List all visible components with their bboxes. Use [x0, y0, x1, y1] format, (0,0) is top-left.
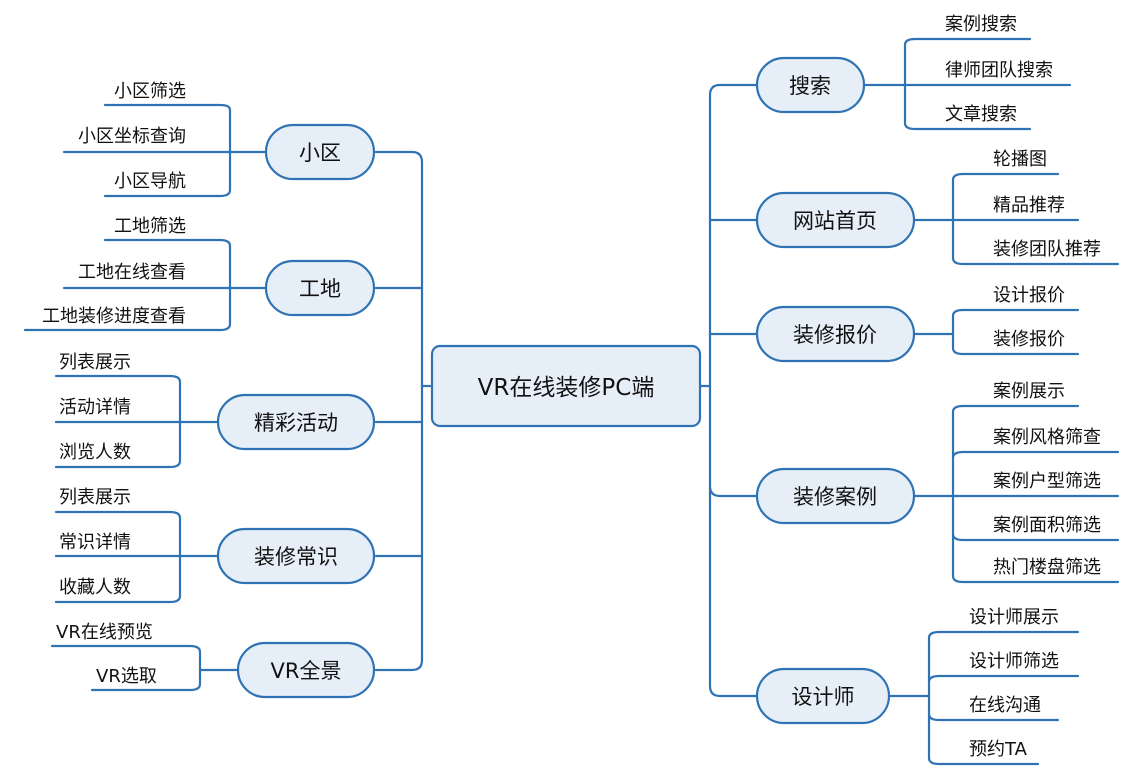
leaf-group-zhuangxiu-changshi: 列表展示 常识详情 收藏人数	[59, 487, 131, 598]
leaf-label[interactable]: 活动详情	[59, 397, 131, 418]
leaf-label[interactable]: 小区导航	[114, 171, 186, 192]
leaf-label[interactable]: 设计师筛选	[969, 651, 1059, 672]
leaf-label[interactable]: 收藏人数	[59, 577, 131, 598]
branch-label: 搜索	[789, 74, 831, 98]
leaf-label[interactable]: 设计师展示	[969, 607, 1059, 628]
center-node-box	[430, 344, 702, 428]
leaf-label[interactable]: 常识详情	[59, 532, 131, 553]
right-leaf-connectors	[862, 37, 1120, 766]
leaf-label[interactable]: 律师团队搜索	[945, 60, 1053, 81]
leaf-group-zhuangxiu-anli: 案例展示 案例风格筛查 案例户型筛选 案例面积筛选 热门楼盘筛选	[993, 381, 1101, 578]
leaf-label[interactable]: 精品推荐	[993, 195, 1065, 216]
leaf-label[interactable]: VR在线预览	[56, 622, 153, 643]
leaf-label[interactable]: VR选取	[96, 666, 157, 687]
leaf-group-vr-quanjing: VR在线预览 VR选取	[56, 622, 157, 687]
leaf-label[interactable]: 预约TA	[969, 739, 1028, 760]
leaf-label[interactable]: 案例展示	[993, 381, 1065, 402]
leaf-label[interactable]: 装修报价	[993, 329, 1065, 350]
branch-label: 小区	[299, 141, 341, 165]
branch-label: 设计师	[792, 685, 855, 709]
trunk-connectors	[374, 83, 759, 698]
right-trunk-line	[698, 83, 759, 698]
branch-label: 装修案例	[793, 485, 877, 509]
branch-label: 网站首页	[793, 209, 877, 233]
leaf-group-shejishi: 设计师展示 设计师筛选 在线沟通 预约TA	[969, 607, 1059, 760]
branch-label: 工地	[299, 277, 341, 301]
branch-label: VR全景	[271, 659, 342, 683]
leaf-label[interactable]: 案例风格筛查	[993, 427, 1101, 448]
leaf-label[interactable]: 设计报价	[993, 285, 1065, 306]
branch-node-vr-quanjing[interactable]: VR全景	[236, 641, 376, 699]
leaf-label[interactable]: 小区筛选	[114, 81, 186, 102]
leaf-label[interactable]: 在线沟通	[969, 695, 1041, 716]
leaf-group-wangzhan-shouye: 轮播图 精品推荐 装修团队推荐	[993, 149, 1101, 260]
branch-node-zhuangxiu-anli[interactable]: 装修案例	[755, 467, 916, 525]
branch-node-xiaoqu[interactable]: 小区	[264, 123, 376, 181]
leaf-group-sousuo: 案例搜索 律师团队搜索 文章搜索	[945, 14, 1053, 125]
leaf-label[interactable]: 装修团队推荐	[993, 239, 1101, 260]
branch-node-jingcai-huodong[interactable]: 精彩活动	[216, 393, 376, 451]
branch-node-gongdi[interactable]: 工地	[264, 259, 376, 317]
leaf-label[interactable]: 浏览人数	[59, 442, 131, 463]
leaf-label[interactable]: 小区坐标查询	[78, 126, 186, 147]
leaf-label[interactable]: 热门楼盘筛选	[993, 557, 1101, 578]
leaf-group-xiaoqu: 小区筛选 小区坐标查询 小区导航	[78, 81, 186, 192]
branch-node-shejishi[interactable]: 设计师	[755, 667, 891, 725]
leaf-group-jingcai-huodong: 列表展示 活动详情 浏览人数	[59, 352, 131, 463]
leaf-label[interactable]: 工地筛选	[114, 216, 186, 237]
branch-node-zhuangxiu-baojia[interactable]: 装修报价	[755, 305, 916, 363]
leaf-group-gongdi: 工地筛选 工地在线查看 工地装修进度查看	[42, 216, 186, 327]
left-leaf-connectors	[23, 103, 268, 692]
leaf-label[interactable]: 工地装修进度查看	[42, 306, 186, 327]
branch-label: 装修常识	[254, 545, 338, 569]
leaf-label[interactable]: 轮播图	[993, 149, 1047, 170]
center-node[interactable]: VR在线装修PC端	[430, 344, 702, 428]
branch-label: 装修报价	[793, 323, 877, 347]
left-trunk-line	[374, 150, 432, 672]
leaf-label[interactable]: 案例搜索	[945, 14, 1017, 35]
leaf-label[interactable]: 案例户型筛选	[993, 471, 1101, 492]
leaf-label[interactable]: 工地在线查看	[78, 262, 186, 283]
leaf-label[interactable]: 案例面积筛选	[993, 515, 1101, 536]
leaf-label[interactable]: 列表展示	[59, 352, 131, 373]
leaf-group-zhuangxiu-baojia: 设计报价 装修报价	[993, 285, 1065, 350]
leaf-label[interactable]: 列表展示	[59, 487, 131, 508]
branch-node-wangzhan-shouye[interactable]: 网站首页	[755, 191, 916, 249]
leaf-label[interactable]: 文章搜索	[945, 104, 1017, 125]
branch-node-zhuangxiu-changshi[interactable]: 装修常识	[216, 527, 376, 585]
center-node-label: VR在线装修PC端	[478, 375, 655, 401]
branch-node-sousuo[interactable]: 搜索	[755, 56, 866, 114]
branch-label: 精彩活动	[254, 411, 338, 435]
